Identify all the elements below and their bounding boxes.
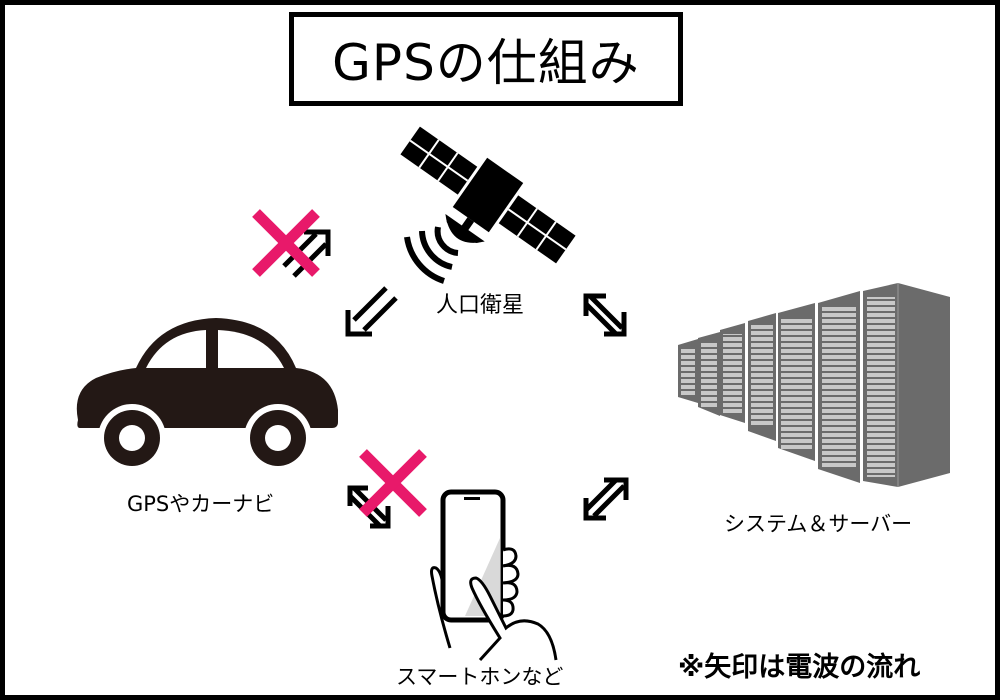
smartphone-label: スマートホンなど [396, 665, 564, 689]
title-box: GPSの仕組み [289, 12, 683, 106]
car-icon [76, 318, 339, 472]
car-label: GPSやカーナビ [127, 492, 275, 516]
blocked-x-icon [359, 449, 427, 517]
smartphone-hand-icon [430, 489, 558, 662]
server-rack-icon [678, 283, 950, 487]
blocked-x-icon [252, 209, 320, 277]
server-label: システム＆サーバー [724, 512, 913, 536]
satellite-icon [400, 126, 576, 284]
arrow-satellite-server [583, 293, 627, 337]
page-title: GPSの仕組み [332, 34, 640, 92]
legend-note: ※矢印は電波の流れ [678, 652, 921, 683]
arrow-satellite-to-car [345, 286, 398, 337]
satellite-label: 人口衛星 [436, 293, 525, 318]
arrow-smartphone-server [583, 477, 629, 521]
